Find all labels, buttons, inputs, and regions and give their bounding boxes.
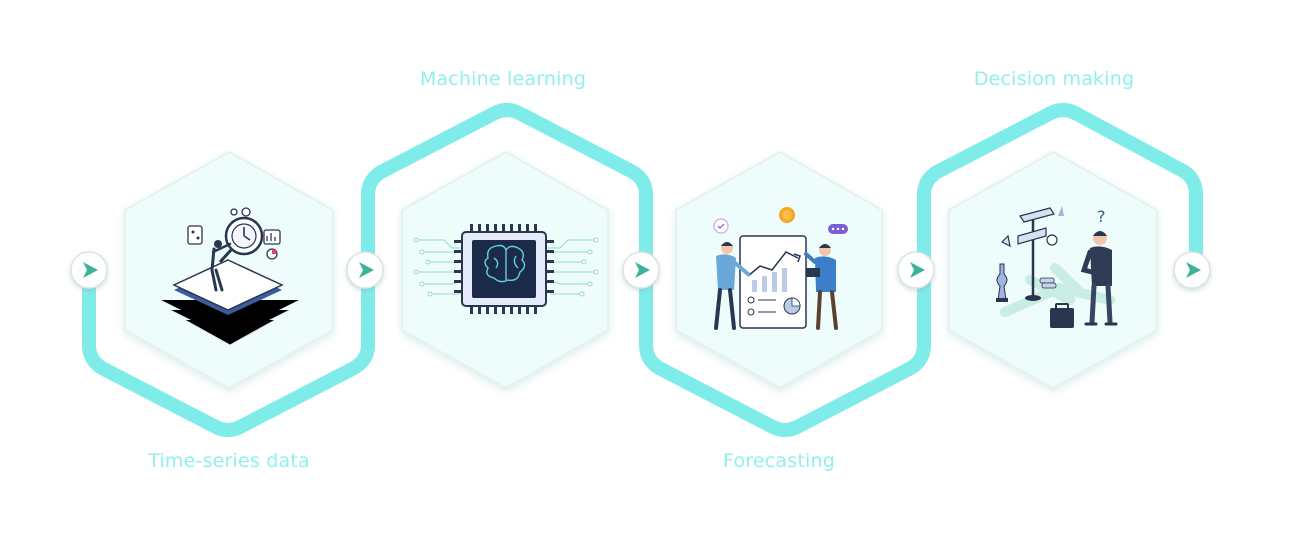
- brain-chip-icon: [413, 224, 599, 314]
- step-label-time-series-data: Time-series data: [148, 450, 310, 472]
- svg-text:?: ?: [1097, 207, 1106, 226]
- arrow-button-4[interactable]: [897, 251, 935, 289]
- arrow-button-5[interactable]: [1173, 251, 1211, 289]
- arrow-right-icon: [910, 262, 925, 278]
- arrow-right-icon: [1186, 262, 1201, 278]
- step-label-machine-learning: Machine learning: [419, 68, 587, 90]
- arrow-right-icon: [83, 262, 98, 278]
- arrow-button-2[interactable]: [346, 251, 384, 289]
- arrow-right-icon: [359, 262, 374, 278]
- arrow-button-1[interactable]: [70, 251, 108, 289]
- arrow-button-3[interactable]: [622, 251, 660, 289]
- arrow-right-icon: [635, 262, 650, 278]
- magnifier-analyst-icon: [159, 207, 301, 346]
- crossroads-signpost-icon: ?: [996, 206, 1118, 328]
- step-label-decision-making: Decision making: [973, 68, 1135, 90]
- presentation-chart-icon: [713, 207, 848, 330]
- step-label-forecasting: Forecasting: [723, 450, 835, 472]
